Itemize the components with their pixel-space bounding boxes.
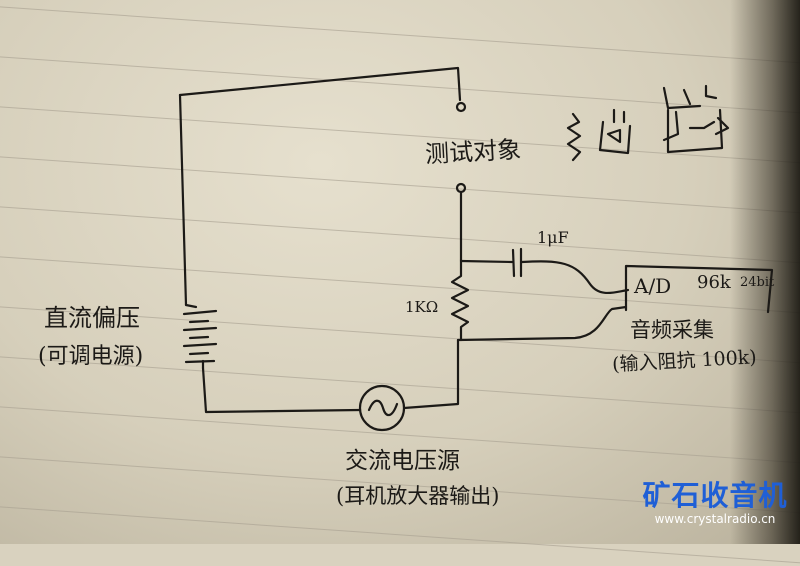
circuit-schematic <box>178 66 774 432</box>
wire-capacitor-to-adc <box>520 260 630 295</box>
watermark: 矿石收音机 www.crystalradio.cn <box>630 481 800 527</box>
label-dc-bias-note: (可调电源) <box>38 344 144 369</box>
adc-box <box>624 264 774 314</box>
test-terminal-bottom <box>455 182 467 194</box>
wire-to-capacitor <box>459 259 514 264</box>
watermark-title: 矿石收音机 <box>642 479 788 512</box>
wire-left <box>178 93 188 307</box>
label-capacitor: 1μF <box>537 228 569 247</box>
label-adc: A/D <box>634 274 672 298</box>
resistor-symbol <box>450 258 470 342</box>
test-terminal-top <box>455 101 467 113</box>
label-audio-capture: 音频采集 <box>630 318 714 342</box>
diode-symbol <box>598 108 632 155</box>
label-test-object: 测试对象 <box>424 135 522 169</box>
ac-source-symbol <box>358 384 406 432</box>
wire-top <box>178 66 462 102</box>
label-resistor: 1KΩ <box>405 298 439 316</box>
label-ac-source: 交流电压源 <box>345 448 460 474</box>
label-adc-rate: 96k <box>697 272 731 293</box>
wire-ac-right <box>402 338 460 410</box>
label-adc-bits: 24bit <box>740 275 775 290</box>
battery-symbol <box>182 303 218 370</box>
resistor-sketch <box>566 112 582 162</box>
wire-battery-bottom <box>201 366 362 414</box>
label-ac-source-note: (耳机放大器输出) <box>336 484 500 508</box>
capacitor-symbol <box>511 247 523 278</box>
page-edge-shadow <box>730 0 800 544</box>
transistor-symbol <box>662 84 730 154</box>
watermark-url: www.crystalradio.cn <box>654 512 776 526</box>
label-dc-bias: 直流偏压 <box>44 304 140 332</box>
wire-return-to-adc <box>456 305 628 342</box>
